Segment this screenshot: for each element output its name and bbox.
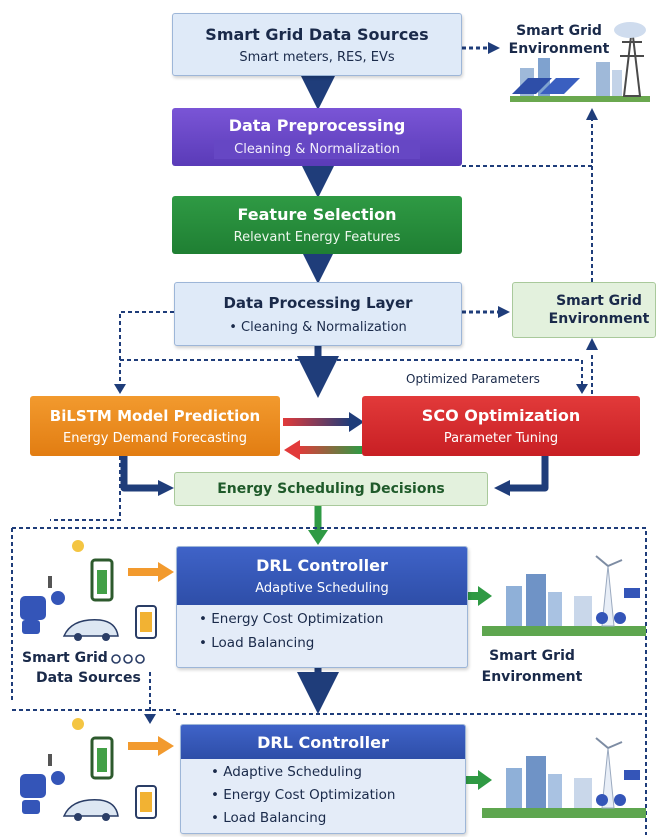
bilstm-title: BiLSTM Model Prediction [49, 406, 261, 425]
bilstm-subtitle: Energy Demand Forecasting [62, 430, 248, 446]
feature-selection-box: Feature Selection Relevant Energy Featur… [172, 196, 462, 254]
sco-box: SCO Optimization Parameter Tuning [362, 396, 640, 456]
drl-2-bullet: • Adaptive Scheduling [211, 764, 362, 780]
dotted-connectors [11, 46, 647, 835]
drl-1-subtitle: Adaptive Scheduling [255, 581, 389, 596]
drl-1-header: DRL Controller Adaptive Scheduling [177, 547, 467, 605]
arrowhead [586, 338, 598, 350]
drl-1-bullet: • Energy Cost Optimization [199, 611, 384, 627]
optimized-parameters-label: Optimized Parameters [406, 372, 540, 386]
arrows-to-scheduling [120, 456, 549, 492]
env-top-label: Smart Grid Environment [508, 23, 610, 57]
arrowhead [498, 306, 510, 318]
processing-layer-subtitle: • Cleaning & Normalization [229, 319, 407, 335]
orange-input-arrows [128, 562, 174, 756]
scheduling-title: Energy Scheduling Decisions [217, 481, 445, 497]
drl-1-bullets: • Energy Cost Optimization • Load Balanc… [177, 605, 467, 655]
arrowhead [114, 384, 126, 394]
city-illustration-2 [482, 737, 646, 818]
sources-subtitle: Smart meters, RES, EVs [239, 49, 395, 65]
arrowhead [144, 714, 156, 724]
devices-illustration-2 [20, 718, 157, 821]
sources-title: Smart Grid Data Sources [205, 24, 429, 44]
preprocessing-box: Data Preprocessing Cleaning & Normalizat… [172, 108, 462, 166]
drl-1-bullet: • Load Balancing [199, 635, 315, 651]
feature-selection-subtitle: Relevant Energy Features [233, 230, 401, 245]
preprocessing-subtitle: Cleaning & Normalization [214, 139, 420, 159]
green-output-arrows [466, 586, 492, 790]
drl-2-bullet: • Energy Cost Optimization [211, 787, 396, 803]
processing-layer-box: Data Processing Layer • Cleaning & Norma… [174, 282, 462, 346]
sources-box: Smart Grid Data Sources Smart meters, RE… [172, 13, 462, 76]
feature-selection-title: Feature Selection [237, 205, 397, 224]
scheduling-box: Energy Scheduling Decisions [174, 472, 488, 506]
preprocessing-title: Data Preprocessing [228, 115, 406, 135]
bilstm-sco-arrows [283, 412, 364, 460]
drl-2-bullets: • Adaptive Scheduling • Energy Cost Opti… [181, 759, 465, 830]
right-env-label: Smart Grid Environment [472, 646, 592, 688]
bilstm-box: BiLSTM Model Prediction Energy Demand Fo… [30, 396, 280, 456]
drl-2-bullet: • Load Balancing [211, 810, 327, 826]
drl-controller-2: DRL Controller • Adaptive Scheduling • E… [180, 724, 466, 834]
env-mid-label: Smart Grid Environment [548, 293, 650, 327]
left-sources-label: Smart Grid Data Sources [14, 648, 146, 688]
processing-layer-title: Data Processing Layer [223, 293, 413, 312]
sco-subtitle: Parameter Tuning [443, 431, 559, 446]
left-sources-line2: Data Sources [36, 670, 141, 686]
arrowhead [586, 108, 598, 120]
arrowhead [576, 384, 588, 394]
city-illustration-top [510, 22, 650, 102]
left-sources-line1: Smart Grid [22, 650, 108, 666]
right-env-line2: Environment [481, 669, 583, 685]
city-illustration-1 [482, 555, 646, 636]
right-env-line1: Smart Grid [489, 648, 575, 664]
devices-illustration-1 [20, 540, 157, 641]
env-mid-box: Smart Grid Environment [512, 282, 656, 338]
arrow-to-drl [308, 505, 328, 545]
sco-title: SCO Optimization [421, 406, 581, 425]
drl-controller-1: DRL Controller Adaptive Scheduling • Ene… [176, 546, 468, 668]
drl-1-title: DRL Controller [256, 556, 388, 575]
arrowhead [488, 42, 500, 54]
drl-2-header: DRL Controller [181, 725, 465, 759]
connection-icon [111, 654, 145, 664]
drl-2-title: DRL Controller [257, 732, 389, 752]
